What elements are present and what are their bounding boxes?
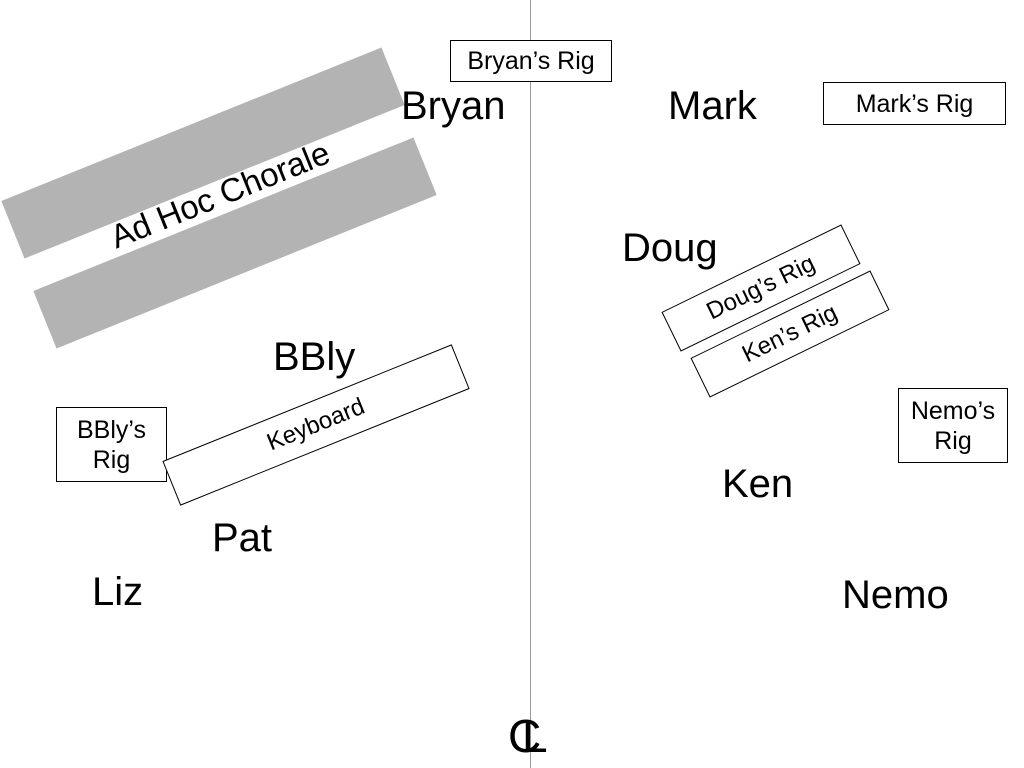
bblys-rig-line2: Rig bbox=[92, 445, 131, 474]
musician-pat: Pat bbox=[212, 516, 273, 560]
nemos-rig-line2: Rig bbox=[934, 426, 972, 455]
bryans-rig: Bryan’s Rig bbox=[450, 40, 612, 82]
musician-bryan: Bryan bbox=[401, 84, 506, 128]
musician-mark: Mark bbox=[668, 84, 757, 128]
centerline-symbol-l: L bbox=[522, 710, 548, 762]
musician-nemo: Nemo bbox=[842, 573, 949, 617]
musician-doug: Doug bbox=[622, 226, 718, 270]
nemos-rig-line1: Nemo’s bbox=[910, 396, 996, 425]
musician-bbly: BBly bbox=[273, 335, 356, 379]
musician-ken: Ken bbox=[722, 462, 794, 506]
marks-rig: Mark’s Rig bbox=[823, 82, 1006, 125]
nemos-rig: Nemo’s Rig bbox=[898, 388, 1008, 463]
bblys-rig-line1: BBly’s bbox=[76, 415, 146, 444]
center-line bbox=[530, 0, 531, 768]
musician-liz: Liz bbox=[92, 570, 144, 614]
bblys-rig: BBly’s Rig bbox=[56, 407, 167, 482]
centerline-symbol-c: C bbox=[508, 710, 542, 762]
